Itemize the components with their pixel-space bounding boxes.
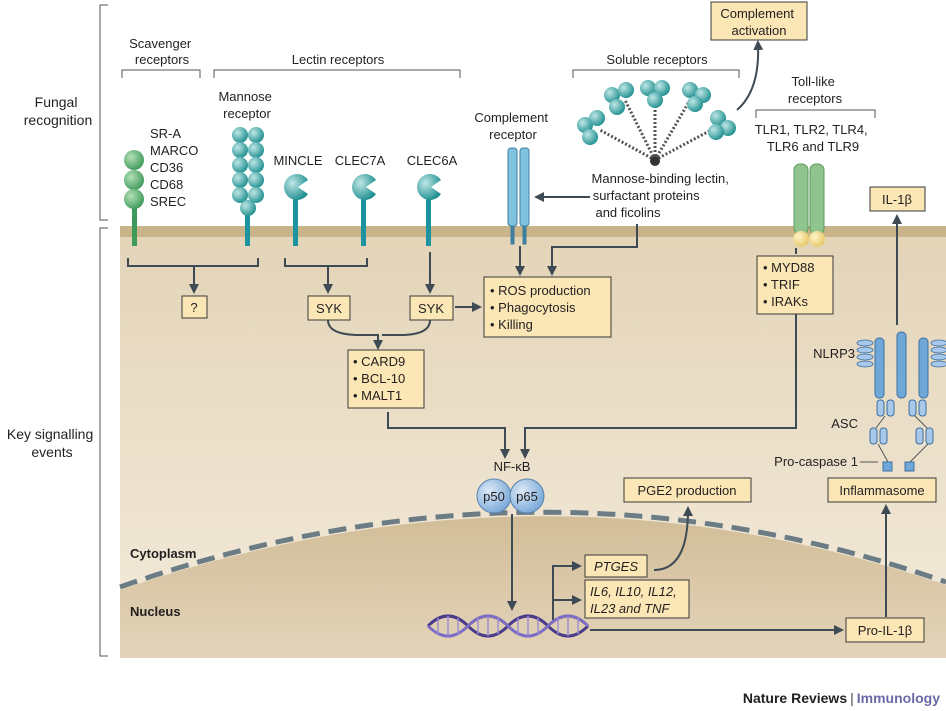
nlrp3-label: NLRP3 [813, 346, 855, 361]
label-scavenger-receptors: Scavenger receptors [129, 36, 195, 67]
scavenger-receptor-icon [124, 150, 144, 246]
cytokines-box [584, 579, 690, 619]
unknown-label: ? [190, 300, 197, 315]
clec7a-receptor-icon [352, 174, 376, 246]
arrow-to-complement-activation [736, 40, 764, 111]
syk-label-1: SYK [316, 301, 342, 316]
soluble-receptor-icon [577, 80, 736, 166]
cytokines-label: IL6, IL10, IL12, IL23 and TNF [590, 584, 680, 616]
journal-credit: Nature Reviews|Immunology [743, 690, 940, 706]
label-clec7a: CLEC7A [335, 153, 386, 168]
nlrp3-icon [856, 331, 946, 399]
clec6a-receptor-icon [417, 174, 441, 246]
mannose-receptor-icon [232, 127, 264, 246]
tlr-receptor-icon [793, 163, 825, 247]
arrow-card9-to-nfkb [387, 412, 510, 459]
scavenger-receptor-list: SR-A MARCO CD36 CD68 SREC [150, 126, 202, 209]
label-soluble-receptors: Soluble receptors [606, 52, 708, 67]
nfkb-complex-icon [476, 478, 545, 514]
inflammasome-label: Inflammasome [839, 483, 924, 498]
arrow-dna-to-ptges [552, 561, 582, 620]
p50-label: p50 [483, 489, 505, 504]
il1b-box [869, 186, 926, 212]
bracket-lectin [213, 69, 461, 78]
journal-separator: | [850, 690, 854, 706]
arrow-tlr-to-nfkb [520, 314, 797, 459]
bracket-soluble [572, 69, 740, 78]
pro-caspase-label: Pro-caspase 1 [774, 454, 858, 469]
label-mincle: MINCLE [273, 153, 322, 168]
nuclear-envelope [119, 509, 946, 590]
label-fungal-recognition: Fungal recognition [24, 94, 93, 128]
cell-membrane [120, 226, 946, 237]
unknown-box [181, 295, 208, 319]
soluble-receptor-description: Mannose-binding lectin, surfactant prote… [592, 171, 733, 220]
bracket-key-signalling [99, 227, 108, 657]
complement-activation-box [710, 1, 808, 41]
pro-il1b-label: Pro-IL-1β [858, 623, 912, 638]
nucleus-region [120, 516, 946, 658]
cytoplasm-label: Cytoplasm [130, 546, 196, 561]
label-lectin-receptors: Lectin receptors [292, 52, 385, 67]
pge2-label: PGE2 production [637, 483, 736, 498]
asc-linkers [875, 415, 929, 463]
bracket-toll-like [755, 109, 876, 118]
label-mannose-receptor: Mannose receptor [218, 89, 275, 121]
myd88-list: • MYD88 • TRIF • IRAKs [763, 260, 818, 309]
bracket-scavenger [121, 69, 201, 78]
journal-section: Immunology [856, 690, 940, 706]
connector-lectin [284, 258, 368, 267]
p65-label: p65 [516, 489, 538, 504]
nucleus-label: Nucleus [130, 604, 181, 619]
asc-icon [869, 399, 934, 445]
card9-list: • CARD9 • BCL-10 • MALT1 [353, 354, 409, 403]
myd88-box [756, 255, 834, 315]
card9-box [347, 349, 425, 409]
tlr-list: TLR1, TLR2, TLR4, TLR6 and TLR9 [755, 122, 872, 154]
pro-caspase-icon [882, 461, 915, 472]
complement-receptor-icon [507, 147, 530, 245]
bracket-fungal-recognition [99, 4, 108, 221]
label-complement-receptor: Complement receptor [474, 110, 551, 142]
dna-helix-icon [426, 614, 590, 638]
label-clec6a: CLEC6A [407, 153, 458, 168]
il1b-label: IL-1β [882, 192, 912, 207]
ros-box [483, 276, 612, 338]
ros-list: • ROS production • Phagocytosis • Killin… [490, 283, 594, 332]
ptges-box [584, 554, 648, 578]
arrow-soluble-to-ros [547, 224, 638, 276]
arrow-syk-to-card9-2 [382, 319, 431, 336]
ptges-label: PTGES [594, 559, 638, 574]
asc-label: ASC [831, 416, 858, 431]
journal-name: Nature Reviews [742, 690, 848, 706]
mincle-receptor-icon [284, 174, 308, 246]
syk-label-2: SYK [418, 301, 444, 316]
arrow-ptges-to-pge2 [653, 506, 693, 571]
label-toll-like-receptors: Toll-like receptors [788, 74, 843, 106]
nfkb-label: NF-κB [494, 459, 531, 474]
label-key-signalling: Key signalling events [7, 426, 97, 460]
inflammasome-box [827, 477, 937, 503]
complement-activation-label: Complement activation [720, 6, 797, 38]
pge2-box [623, 477, 752, 503]
arrow-syk-to-card9-1 [327, 319, 383, 350]
syk-box-2 [409, 295, 454, 321]
syk-box-1 [307, 295, 351, 321]
pro-il1b-box [845, 617, 925, 643]
